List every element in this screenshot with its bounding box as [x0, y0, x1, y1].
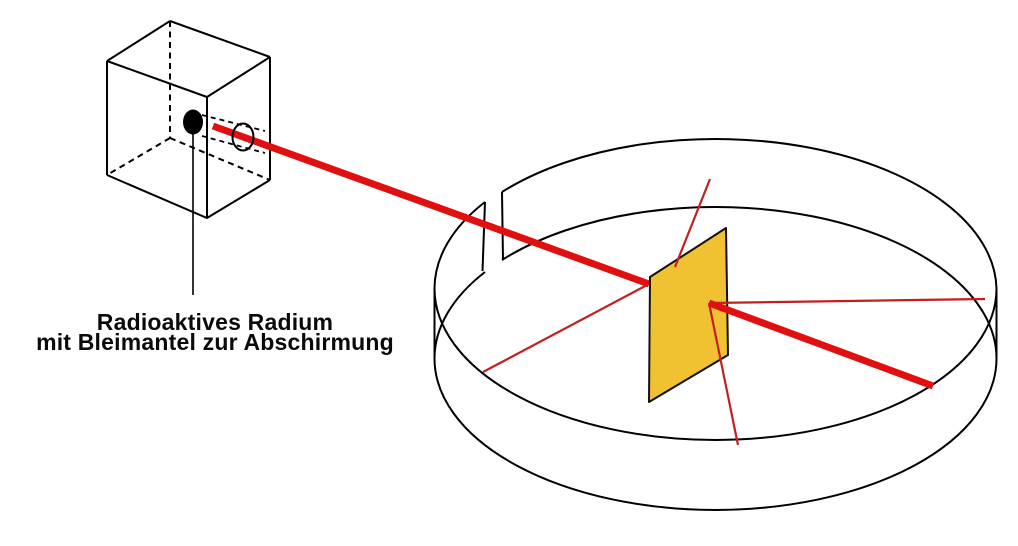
radium-source-label-line2: mit Bleimantel zur Abschirmung	[36, 329, 394, 355]
lead-box-hidden-edges	[106, 21, 271, 181]
ring-slit-right-edge	[501, 191, 504, 261]
ring-bottom-back-arc-right	[501, 206, 998, 359]
radium-source-dot	[183, 109, 203, 135]
ring-top-back-arc-left	[433, 201, 486, 289]
scattered-ray-back-left	[482, 283, 650, 373]
gold-foil	[648, 227, 729, 403]
ring-bottom-front-arc	[433, 358, 998, 511]
alpha-beam-transmitted	[707, 299, 935, 390]
scattered-ray-right	[708, 297, 986, 305]
ring-top-back-arc-right	[501, 138, 998, 289]
lead-box-visible-edges	[106, 20, 271, 220]
scattered-ray-up-right	[673, 178, 712, 268]
radium-source-label-line1: Radioaktives Radium	[96, 309, 334, 335]
detector-ring	[433, 138, 998, 511]
beam-channel-hidden-edges	[201, 114, 266, 154]
lead-box	[106, 20, 271, 295]
beam-exit-hole	[231, 122, 255, 152]
radium-source-label: Radioaktives Radium mit Bleimantel zur A…	[22, 309, 408, 355]
ring-top-front-arc	[433, 288, 998, 441]
scattered-ray-down	[707, 302, 740, 446]
alpha-beam-incoming	[211, 122, 651, 288]
ring-bottom-back-arc-left	[433, 271, 486, 359]
scattered-rays	[673, 178, 986, 446]
ring-slit-left-edge	[481, 201, 486, 272]
